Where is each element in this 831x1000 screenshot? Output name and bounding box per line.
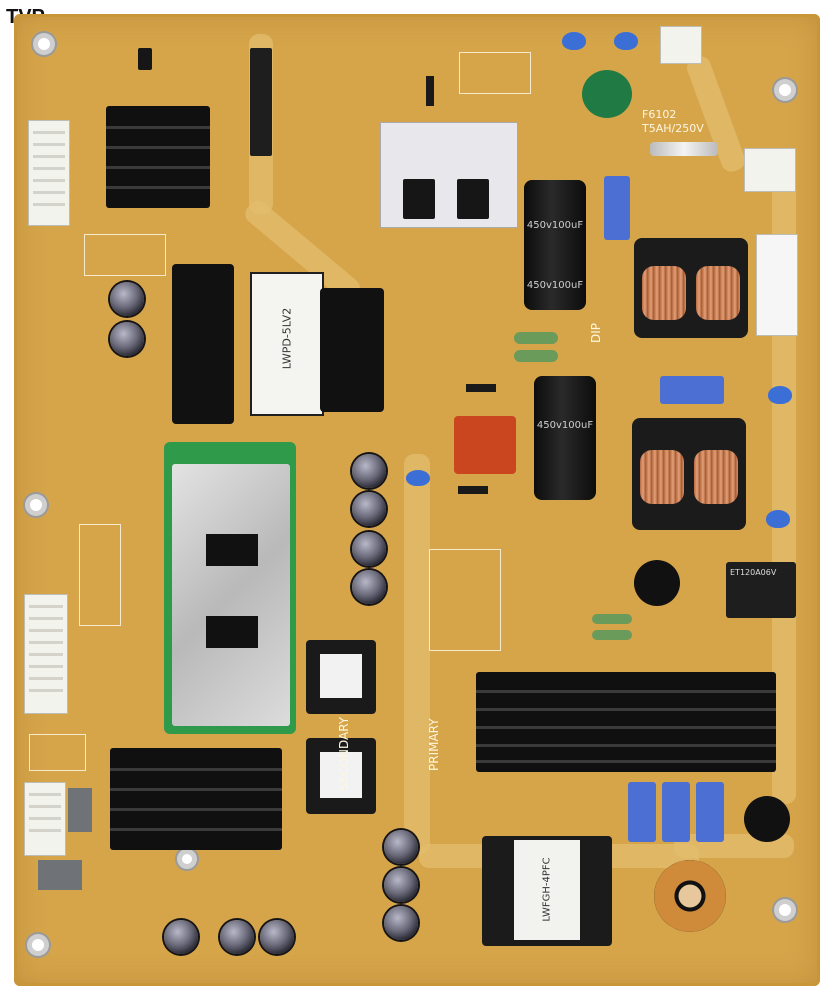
fuse-reference: F6102 (642, 108, 677, 121)
electrolytic-capacitor (352, 454, 386, 488)
connector-housing (38, 860, 82, 890)
common-mode-choke (632, 418, 746, 530)
electrolytic-capacitor (220, 920, 254, 954)
isolation-trace (404, 454, 430, 854)
blue-film-capacitor (660, 376, 724, 404)
electrolytic-capacitor (352, 570, 386, 604)
ceramic-capacitor (614, 32, 638, 50)
mounting-hole (779, 904, 791, 916)
heatsink (106, 106, 210, 208)
ceramic-capacitor (562, 32, 586, 50)
transformer-core-right (320, 288, 384, 412)
connector-header (28, 120, 70, 226)
connector-housing (68, 788, 92, 832)
blue-capacitor (604, 176, 630, 240)
mounting-hole (182, 854, 192, 864)
diode (458, 486, 488, 494)
ceramic-capacitor (768, 386, 792, 404)
mounting-hole (30, 499, 42, 511)
resistor (514, 332, 558, 344)
silk-outline (84, 234, 166, 276)
isolation-trace (684, 53, 748, 175)
transistor (457, 179, 489, 219)
fuse (650, 142, 718, 156)
silk-outline (79, 524, 121, 626)
mounting-hole (779, 84, 791, 96)
varistor (582, 70, 632, 118)
common-mode-choke (634, 238, 748, 338)
toroidal-inductor (654, 860, 726, 932)
electrolytic-capacitor (384, 906, 418, 940)
dip-label: DIP (589, 322, 604, 344)
electrolytic-capacitor (384, 830, 418, 864)
electrolytic-capacitor (164, 920, 198, 954)
primary-label: PRIMARY (427, 718, 441, 771)
capacitor-rating: 450v100uF (536, 420, 594, 431)
diode (466, 384, 496, 392)
bulk-capacitor: 450v100uF 450v100uF (524, 180, 586, 310)
connector-header (744, 148, 796, 192)
diode (426, 76, 434, 106)
blue-film-capacitor (696, 782, 724, 842)
shield-clip (206, 534, 258, 566)
ceramic-capacitor (766, 510, 790, 528)
ceramic-capacitor (406, 470, 430, 486)
pcb-board: LWPD-5LV2 450v100uF 450v100uF 450v100uF … (14, 14, 820, 986)
capacitor-rating: 450v100uF (526, 280, 584, 291)
ac-input-connector (660, 26, 702, 64)
electrolytic-capacitor (260, 920, 294, 954)
transformer-marking: LWPD-5LV2 (280, 307, 294, 370)
blue-film-capacitor (628, 782, 656, 842)
silk-outline (459, 52, 531, 94)
sot-transistor (138, 48, 152, 70)
transistor (403, 179, 435, 219)
connector-header (24, 594, 68, 714)
smd-inductor (306, 738, 376, 814)
mounting-hole (38, 38, 50, 50)
electrolytic-capacitor (110, 282, 144, 316)
mounting-hole (32, 939, 44, 951)
silk-outline (29, 734, 86, 771)
resistor (592, 630, 632, 640)
electrolytic-capacitor (352, 532, 386, 566)
heatsink-bracket (380, 122, 518, 228)
x-capacitor (454, 416, 516, 474)
shield-can (172, 464, 290, 726)
electrolytic-capacitor (384, 868, 418, 902)
connector-header (24, 782, 66, 856)
relay-marking: ET120A06V (730, 568, 777, 577)
blue-film-capacitor (662, 782, 690, 842)
smd-inductor (306, 640, 376, 714)
pfc-transformer: LWFGH-4PFC (482, 836, 612, 946)
heatsink (476, 672, 776, 772)
shield-clip (206, 616, 258, 648)
transformer-core-left (172, 264, 234, 424)
electrolytic-capacitor (352, 492, 386, 526)
resistor (592, 614, 632, 624)
fuse-rating: T5AH/250V (642, 122, 704, 135)
capacitor-rating: 450v100uF (526, 220, 584, 231)
transformer-marking: LWFGH-4PFC (541, 857, 553, 922)
barcode-sticker (756, 234, 798, 336)
electrolytic-capacitor (110, 322, 144, 356)
heatsink (110, 748, 282, 850)
secondary-label: SECONDARY (337, 716, 351, 791)
relay: ET120A06V (726, 562, 796, 618)
silk-outline (429, 549, 501, 651)
smd-component (250, 48, 272, 156)
resistor (514, 350, 558, 362)
thermistor (744, 796, 790, 842)
thermistor (634, 560, 680, 606)
transformer-main: LWPD-5LV2 (250, 272, 324, 416)
bulk-capacitor: 450v100uF (534, 376, 596, 500)
